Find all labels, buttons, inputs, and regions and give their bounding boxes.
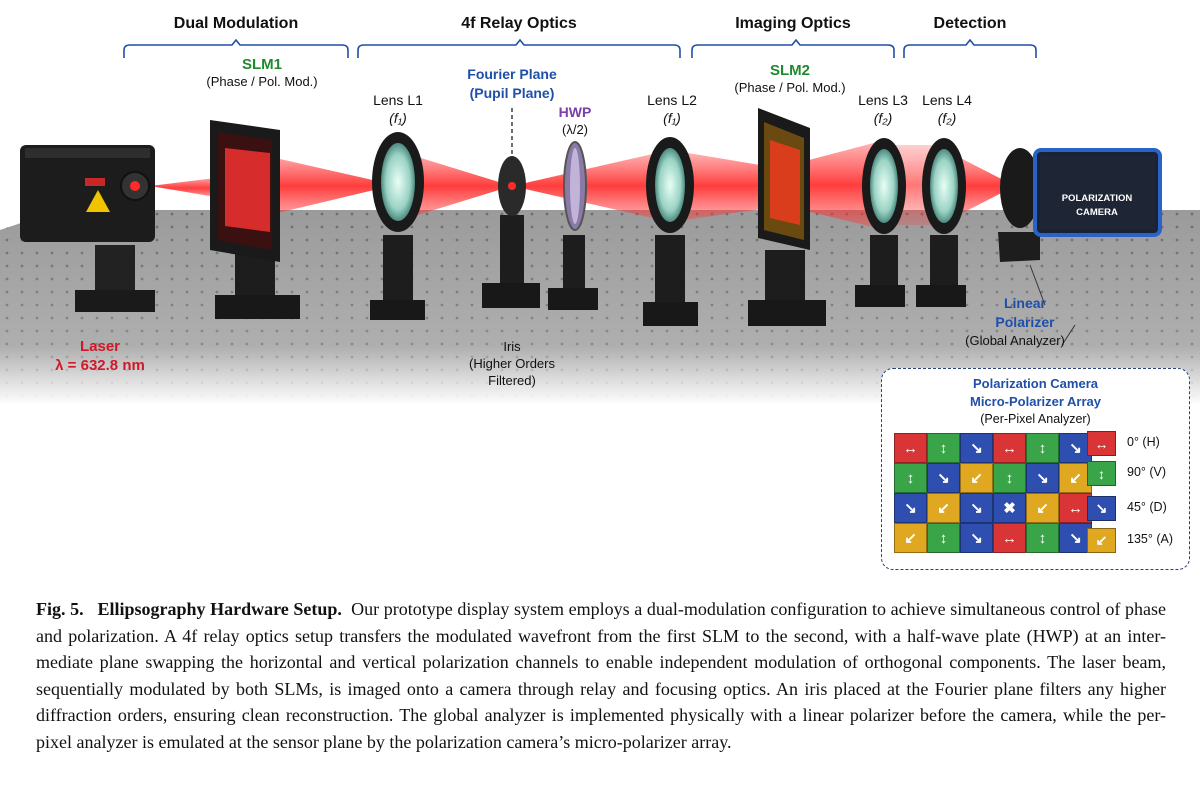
caption-body: Our prototype display system employs a d… [36, 599, 1167, 752]
lens-l2-focal: (f₁) [663, 110, 681, 126]
slm2-device [748, 108, 826, 326]
polarizer-pixel-h: ↔ [993, 523, 1026, 553]
polarizer-pixel-v: ↕ [1026, 433, 1059, 463]
polarizer-pixel-a: ↙ [1026, 493, 1059, 523]
laser-wavelength: λ = 632.8 nm [55, 357, 145, 374]
polarizer-pixel-h: ↔ [894, 433, 927, 463]
camera-label-line1: POLARIZATION [1062, 193, 1133, 204]
iris-label: Iris [503, 339, 521, 354]
group-imaging-optics: Imaging Optics [735, 15, 851, 32]
slm2-label: SLM2 [769, 62, 810, 79]
lens-l3-device [855, 138, 906, 307]
polarizer-pixel-a: ↙ [960, 463, 993, 493]
lens-l1-focal: (f₁) [389, 110, 407, 126]
caption-title: Ellipsography Hardware Setup. [97, 599, 342, 619]
legend-entry-a: ↙ 135° (A) [1087, 528, 1187, 554]
lens-l1-device [370, 132, 425, 320]
polarizer-desc: (Global Analyzer) [965, 333, 1065, 348]
lens-l2-device [643, 137, 698, 326]
group-relay-optics: 4f Relay Optics [461, 15, 577, 32]
camera-label-line2: CAMERA [1076, 207, 1118, 218]
hwp-desc: (λ/2) [562, 122, 588, 137]
polarizer-pixel-d: ↘ [1026, 463, 1059, 493]
setup-illustration: POLARIZATION CAMERA [0, 38, 1200, 405]
hwp-device [548, 141, 598, 310]
slm1-desc: (Phase / Pol. Mod.) [206, 74, 318, 89]
polarizer-pixel-a: ↙ [927, 493, 960, 523]
laser-source [20, 145, 155, 312]
fourier-plane-label: Fourier Plane [467, 66, 557, 82]
polarizer-label-line2: Polarizer [995, 314, 1055, 330]
legend-entry-d: ↘ 45° (D) [1087, 496, 1187, 522]
laser-label: Laser [79, 338, 121, 355]
polarizer-pixel-v: ↕ [927, 523, 960, 553]
polarizer-pixel-d: ↘ [894, 493, 927, 523]
polarizer-pixel-a: ↙ [1059, 463, 1092, 493]
polarizer-pixel-v: ↕ [927, 433, 960, 463]
lens-l3-label: Lens L3 [858, 92, 908, 108]
hardware-setup-figure: POLARIZATION CAMERA Dual Modulation 4f R… [0, 15, 1200, 570]
lens-l4-device [916, 138, 966, 307]
polarizer-pixel-v: ↕ [993, 463, 1026, 493]
polarizer-pixel-v: ↕ [894, 463, 927, 493]
group-braces [123, 38, 1037, 58]
polarizer-pixel-h: ↔ [993, 433, 1026, 463]
legend-label-v: 90° (V) [1127, 465, 1167, 479]
polarizer-pixel-d: ↘ [960, 493, 993, 523]
caption-figure-number: Fig. 5. [36, 599, 84, 619]
iris-desc-line2: Filtered) [488, 373, 536, 388]
iris-device [482, 156, 540, 308]
inset-title-line2: Micro-Polarizer Array [969, 394, 1101, 409]
micro-polarizer-inset: Polarization Camera Micro-Polarizer Arra… [881, 368, 1190, 570]
legend-label-d: 45° (D) [1127, 500, 1167, 514]
polarization-camera-device [998, 148, 1162, 262]
polarizer-pixel-d: ↘ [1059, 433, 1092, 463]
inset-title-line1: Polarization Camera [973, 376, 1098, 391]
lens-l4-focal: (f₂) [937, 110, 957, 126]
legend-swatch-v: ↕ [1087, 461, 1116, 486]
legend-entry-h: ↔ 0° (H) [1087, 431, 1187, 457]
polarizer-pixel-a: ↙ [894, 523, 927, 553]
slm2-desc: (Phase / Pol. Mod.) [734, 80, 846, 95]
figure-caption: Fig. 5. Ellipsography Hardware Setup. Ou… [36, 596, 1166, 756]
polarizer-pixel-d: ↘ [960, 433, 993, 463]
slm1-device [210, 120, 300, 319]
inset-subtitle: (Per-Pixel Analyzer) [980, 412, 1091, 426]
iris-desc-line1: (Higher Orders [469, 356, 555, 371]
lens-l1-label: Lens L1 [373, 92, 423, 108]
legend-swatch-h: ↔ [1087, 431, 1116, 456]
polarizer-pixel-v: ↕ [1026, 523, 1059, 553]
lens-l3-focal: (f₂) [873, 110, 893, 126]
legend-entry-v: ↕ 90° (V) [1087, 461, 1187, 487]
polarizer-pixel-x: ✖ [993, 493, 1026, 523]
hwp-label: HWP [558, 104, 592, 120]
micro-polarizer-grid: ↔↕↘↔↕↘↕↘↙↕↘↙↘↙↘✖↙↔↙↕↘↔↕↘ [894, 433, 1092, 553]
legend-label-a: 135° (A) [1127, 532, 1173, 546]
legend-label-h: 0° (H) [1127, 435, 1160, 449]
legend-swatch-a: ↙ [1087, 528, 1116, 553]
slm1-label: SLM1 [241, 56, 282, 73]
polarizer-label-line1: Linear [1003, 295, 1046, 311]
lens-l4-label: Lens L4 [922, 92, 972, 108]
group-dual-modulation: Dual Modulation [173, 15, 299, 32]
legend-swatch-d: ↘ [1087, 496, 1116, 521]
group-detection: Detection [933, 15, 1007, 32]
pupil-plane-label: (Pupil Plane) [469, 85, 555, 101]
polarizer-pixel-d: ↘ [960, 523, 993, 553]
polarizer-pixel-d: ↘ [927, 463, 960, 493]
lens-l2-label: Lens L2 [647, 92, 697, 108]
